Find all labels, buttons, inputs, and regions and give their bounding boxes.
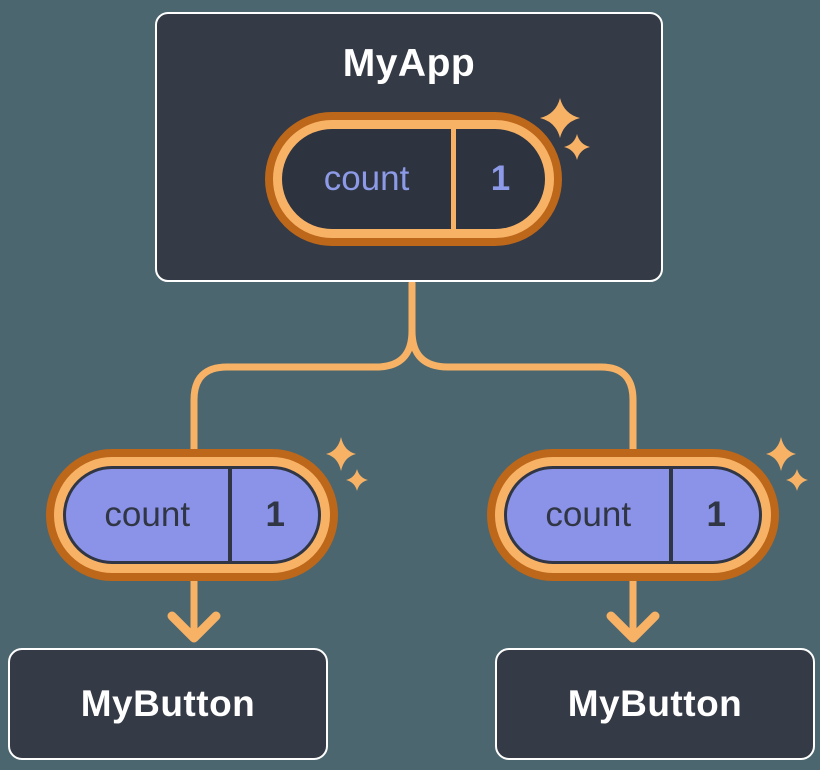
- state-name: count: [323, 159, 410, 198]
- component-card-myapp: MyApp count 1: [155, 12, 663, 282]
- component-card-mybutton-right: MyButton: [495, 648, 815, 760]
- component-title: MyApp: [342, 42, 476, 85]
- component-title: MyButton: [567, 683, 743, 724]
- connector-branch-right: [408, 327, 637, 633]
- state-pill-root: count 1: [265, 112, 562, 246]
- state-pill-child-right: count 1: [487, 449, 779, 581]
- arrowhead-left-icon: [167, 611, 221, 643]
- sparkle-icon: [326, 437, 368, 491]
- state-value: 1: [451, 129, 545, 229]
- state-value: 1: [669, 469, 759, 561]
- state-pill-child-left: count 1: [46, 449, 338, 581]
- state-name: count: [104, 495, 191, 534]
- component-card-mybutton-left: MyButton: [8, 648, 328, 760]
- sparkle-icon: [766, 437, 808, 491]
- state-pill-core: count 1: [282, 129, 545, 229]
- state-value: 1: [228, 469, 318, 561]
- component-title: MyButton: [80, 683, 256, 724]
- state-pill-core: count 1: [63, 466, 321, 564]
- state-pill-core: count 1: [504, 466, 762, 564]
- state-name: count: [545, 495, 632, 534]
- arrowhead-right-icon: [606, 611, 660, 643]
- sparkle-icon: [540, 98, 590, 160]
